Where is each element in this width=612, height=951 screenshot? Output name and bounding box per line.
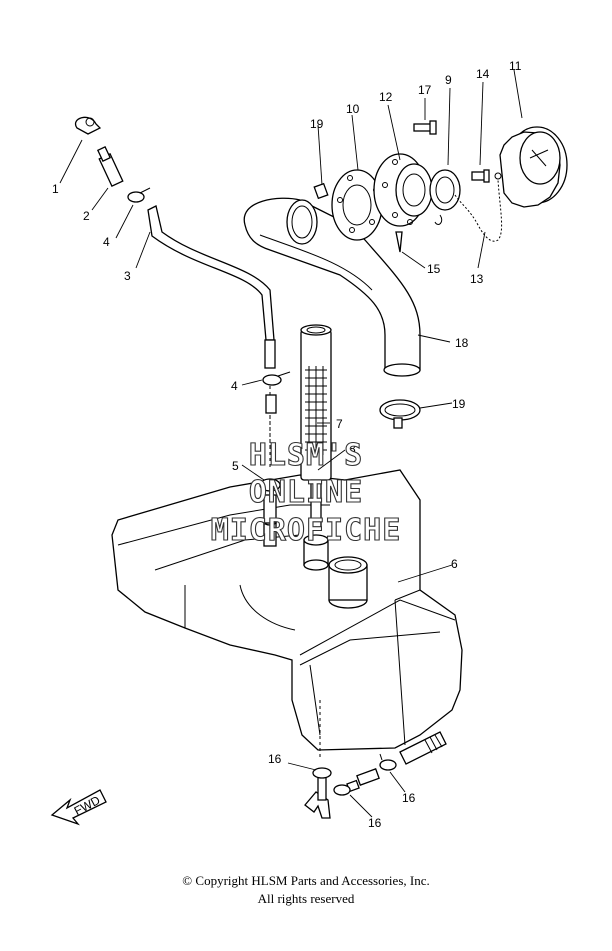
cap-gasket xyxy=(429,169,461,211)
callout-5: 5 xyxy=(232,459,239,473)
vent-check-valve xyxy=(96,146,124,187)
watermark-line-2: ONLINE xyxy=(249,475,363,510)
callout-13: 13 xyxy=(470,272,484,286)
forward-arrow-icon: FWD xyxy=(50,789,107,826)
fuel-tank xyxy=(111,469,463,751)
hose-clamp-large-upper xyxy=(286,182,329,245)
drain-hose-right xyxy=(399,731,447,765)
callout-4-upper: 4 xyxy=(103,235,110,249)
callout-7: 7 xyxy=(336,417,343,431)
vent-elbow-small xyxy=(265,394,277,450)
callout-4-middle: 4 xyxy=(231,379,238,393)
callout-6: 6 xyxy=(451,557,458,571)
watermark-line-3: MICROFICHE xyxy=(211,513,402,548)
fuel-strainer xyxy=(300,324,332,531)
callout-2: 2 xyxy=(83,209,90,223)
watermark: HLSM'S ONLINE MICROFICHE xyxy=(210,437,402,548)
filler-neck-screw xyxy=(395,231,403,253)
leader-lines xyxy=(59,69,523,818)
callout-16-lower: 16 xyxy=(368,816,382,830)
footer-copyright: © Copyright HLSM Parts and Accessories, … xyxy=(182,873,430,888)
footer-rights: All rights reserved xyxy=(257,891,355,906)
callout-18: 18 xyxy=(455,336,469,350)
callout-9: 9 xyxy=(445,73,452,87)
callout-1: 1 xyxy=(52,182,59,196)
callout-17: 17 xyxy=(418,83,432,97)
hose-clamp-small-middle xyxy=(262,371,291,386)
fuel-tube-lower xyxy=(259,478,281,524)
callout-3: 3 xyxy=(124,269,131,283)
callout-11: 11 xyxy=(509,59,522,73)
callout-16-right: 16 xyxy=(402,791,416,805)
fuel-tank-cap xyxy=(499,126,568,208)
watermark-line-1: HLSM'S xyxy=(249,438,363,473)
callouts: 1 2 3 4 4 5 6 7 8 9 10 11 12 13 14 15 16… xyxy=(52,59,522,830)
cap-retaining-cord xyxy=(434,172,503,242)
drain-clamp-right xyxy=(379,753,397,771)
drain-valve xyxy=(346,768,380,793)
hose-clamp-large-lower xyxy=(379,399,421,429)
vent-hose xyxy=(147,205,276,470)
callout-19-lower: 19 xyxy=(452,397,466,411)
hose-clamp-small-upper xyxy=(127,187,151,203)
vent-clip xyxy=(74,116,102,135)
filler-hose xyxy=(243,197,421,377)
cap-bolt-upper xyxy=(413,120,437,135)
cap-bolt xyxy=(471,169,490,183)
callout-8: 8 xyxy=(349,442,356,456)
filler-neck-flange xyxy=(373,153,433,227)
callout-19-upper: 19 xyxy=(310,117,324,131)
callout-15: 15 xyxy=(427,262,441,276)
callout-16-left: 16 xyxy=(268,752,282,766)
callout-12: 12 xyxy=(379,90,393,104)
callout-10: 10 xyxy=(346,102,360,116)
callout-14: 14 xyxy=(476,67,490,81)
tank-pickup-neck xyxy=(303,534,329,571)
drain-clamp-left xyxy=(312,767,332,779)
drain-clamp-lower xyxy=(333,784,351,796)
tank-filler-neck xyxy=(328,556,368,609)
